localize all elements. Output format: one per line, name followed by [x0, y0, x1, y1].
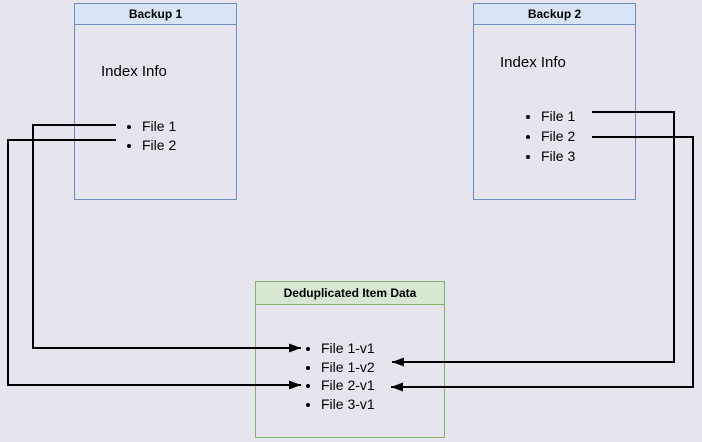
backup1-title: Backup 1 — [75, 4, 236, 25]
dedup-box: Deduplicated Item Data File 1-v1File 1-v… — [255, 281, 445, 438]
dedup-title: Deduplicated Item Data — [256, 282, 444, 305]
file-list-item: File 1 — [541, 106, 575, 126]
backup1-index-info-label: Index Info — [101, 63, 167, 80]
file-list-item: File 1-v2 — [321, 358, 375, 377]
file-list-item: File 2-v1 — [321, 376, 375, 395]
backup1-file-list: File 1File 2 — [75, 117, 176, 155]
file-list-item: File 2 — [142, 136, 176, 155]
file-list-item: File 1 — [142, 117, 176, 136]
backup2-title: Backup 2 — [474, 4, 635, 25]
file-list-item: File 2 — [541, 126, 575, 146]
file-list-item: File 3-v1 — [321, 395, 375, 414]
file-list-item: File 1-v1 — [321, 339, 375, 358]
backup1-box: Backup 1 Index Info File 1File 2 — [74, 3, 237, 200]
file-list-item: File 3 — [541, 146, 575, 166]
dedup-file-list: File 1-v1File 1-v2File 2-v1File 3-v1 — [256, 339, 375, 413]
backup2-box: Backup 2 Index Info File 1File 2File 3 — [473, 3, 636, 200]
backup2-file-list: File 1File 2File 3 — [474, 106, 575, 166]
backup2-index-info-label: Index Info — [500, 54, 566, 71]
